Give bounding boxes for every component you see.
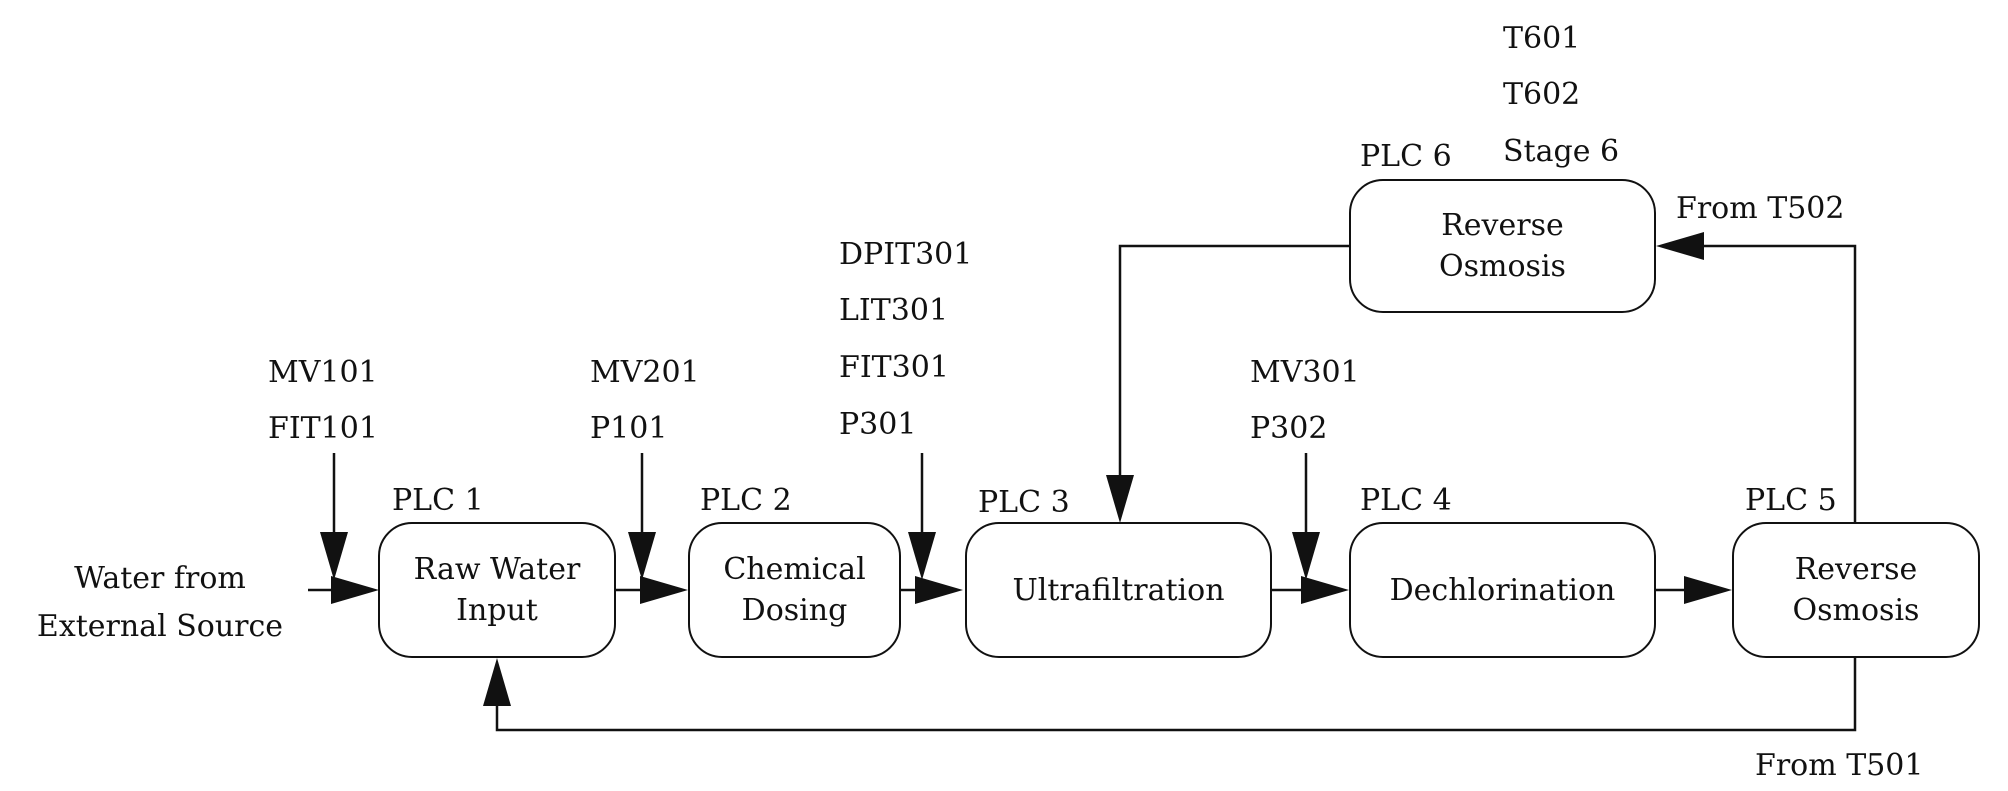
stage-title-line2: Dosing [741, 593, 848, 628]
signal-label: MV301 [1250, 355, 1360, 390]
stage-title-line1: Reverse [1794, 552, 1918, 587]
stage-box-plc6 [1349, 179, 1656, 313]
from-t501-label: From T501 [1755, 748, 1924, 783]
arrowhead-signal-plc3 [908, 532, 936, 580]
arrowhead-signal-plc4 [1292, 532, 1320, 580]
signal-label: P101 [590, 411, 668, 446]
source-label: Water from External Source [25, 555, 295, 651]
plc-label: PLC 1 [392, 483, 484, 518]
signal-label: FIT301 [839, 350, 949, 385]
stage-text-plc1: Raw Water Input [378, 522, 616, 658]
arrowhead-plc6-to-plc3 [1106, 475, 1134, 523]
stage-title-line2: Osmosis [1792, 593, 1920, 628]
plc-label: PLC 4 [1360, 483, 1452, 518]
stage-box-plc5 [1732, 522, 1980, 658]
source-line-1: Water from [74, 561, 246, 596]
stage-title-line2: Input [456, 593, 538, 628]
signal-label: T601 [1503, 21, 1581, 56]
edge-plc5-to-plc6 [1704, 244, 1857, 523]
arrowhead-to-plc1 [483, 658, 511, 706]
stage-title-line1: Ultrafiltration [1012, 572, 1225, 608]
arrowhead-plc4-in [1301, 576, 1349, 604]
arrowhead-to-plc6 [1656, 232, 1704, 260]
stage-box-plc1 [378, 522, 616, 658]
signal-label: P301 [839, 407, 917, 442]
signal-label: T602 [1503, 77, 1581, 112]
stage-text-plc3: Ultrafiltration [965, 522, 1272, 658]
stage-title-line1: Raw Water [413, 552, 581, 587]
stage-box-plc3 [965, 522, 1272, 658]
signal-label: DPIT301 [839, 237, 973, 272]
stage-text-plc5: Reverse Osmosis [1732, 522, 1980, 658]
signal-label: Stage 6 [1503, 134, 1620, 169]
stage-box-plc4 [1349, 522, 1656, 658]
arrowhead-source [331, 576, 379, 604]
stage-text-plc6: Reverse Osmosis [1349, 179, 1656, 313]
arrowhead-plc5-in [1684, 576, 1732, 604]
plc-label: PLC 5 [1745, 483, 1837, 518]
arrowhead-signal-plc1 [320, 532, 348, 580]
edge-plc5-to-plc1 [495, 657, 1857, 732]
stage-title-line2: Osmosis [1439, 249, 1566, 284]
stage-box-plc2 [688, 522, 901, 658]
stage-text-plc2: Chemical Dosing [688, 522, 901, 658]
plc-label: PLC 3 [978, 485, 1070, 520]
arrowhead-plc3-in [915, 576, 963, 604]
edge-plc6-to-plc3 [1118, 244, 1349, 475]
source-line-2: External Source [36, 609, 284, 644]
from-t502-label: From T502 [1676, 191, 1845, 226]
arrowhead-plc2-in [640, 576, 688, 604]
signal-label: MV201 [590, 355, 700, 390]
stage-title-line1: Reverse [1441, 208, 1564, 243]
signal-label: FIT101 [268, 411, 378, 446]
plc-label: PLC 2 [700, 483, 792, 518]
stage-title-line1: Dechlorination [1389, 572, 1616, 608]
stage-text-plc4: Dechlorination [1349, 522, 1656, 658]
signal-label: LIT301 [839, 293, 949, 328]
signal-label: MV101 [268, 355, 378, 390]
plc-label: PLC 6 [1360, 139, 1452, 174]
stage-title-line1: Chemical [723, 552, 866, 587]
signal-label: P302 [1250, 411, 1328, 446]
arrowhead-signal-plc2 [628, 532, 656, 580]
